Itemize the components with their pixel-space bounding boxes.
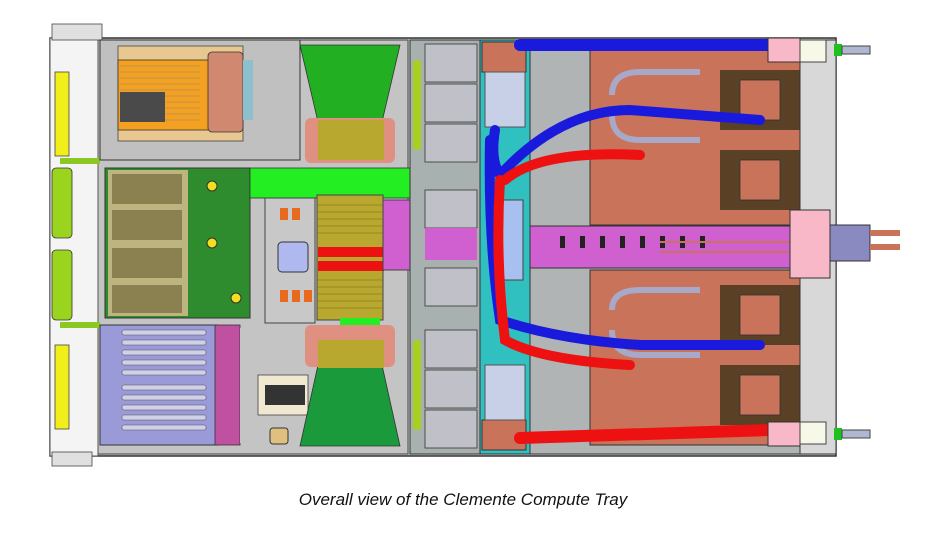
handle-top xyxy=(51,167,73,239)
cold-plates xyxy=(529,39,801,455)
warning-label-top xyxy=(54,71,70,157)
air-baffles xyxy=(299,44,401,447)
power-board xyxy=(249,167,411,324)
front-panel xyxy=(49,23,103,467)
latch-bottom xyxy=(60,322,100,328)
warning-label-bottom xyxy=(54,344,70,430)
dimm-module xyxy=(104,167,251,319)
return-hose-bottom xyxy=(514,424,776,444)
handle-bottom xyxy=(51,249,73,321)
compute-tray-diagram xyxy=(49,23,900,467)
return-hose-top xyxy=(500,149,645,185)
return-hose-mid xyxy=(493,175,635,370)
rear-connectors xyxy=(767,37,900,455)
io-riser xyxy=(99,324,309,446)
fan-wall xyxy=(409,39,481,455)
latch-top xyxy=(60,158,100,164)
storage-bay xyxy=(99,39,301,161)
figure-caption: Overall view of the Clemente Compute Tra… xyxy=(298,490,628,509)
bus-block xyxy=(382,199,412,271)
connector-block xyxy=(207,51,244,133)
coolant-lines xyxy=(484,39,776,444)
